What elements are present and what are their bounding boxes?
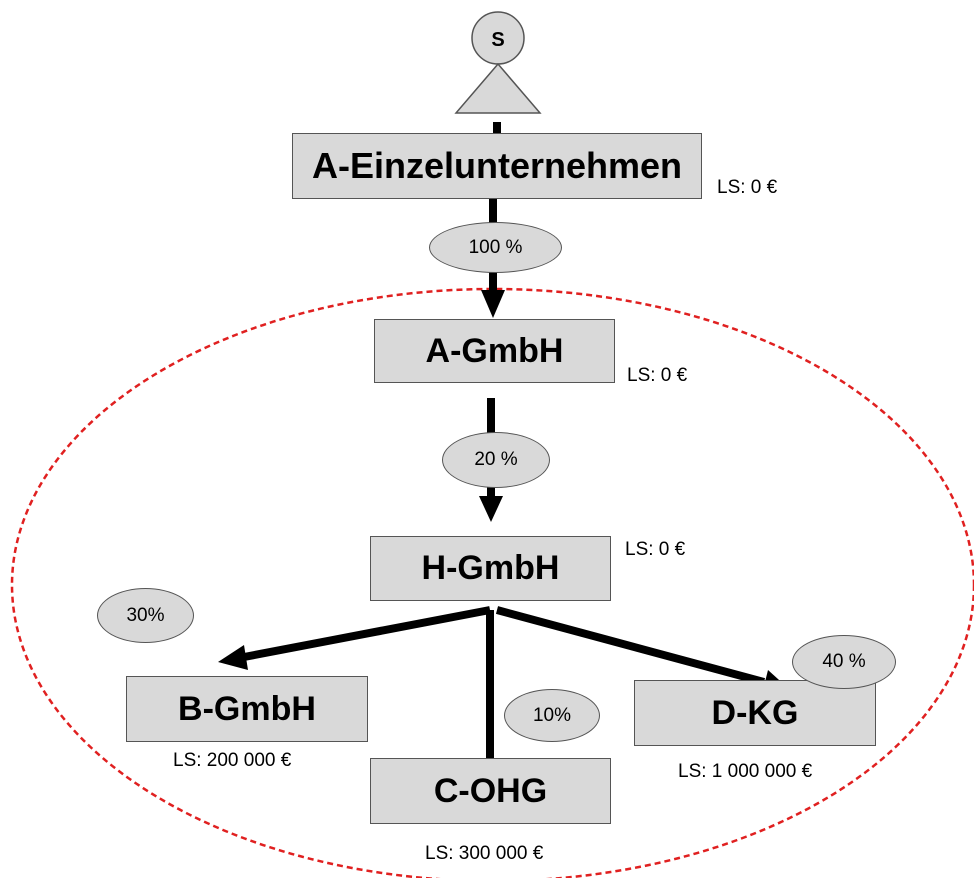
share-badge-hgmbh-bgmbh: 30% xyxy=(97,588,194,643)
ls-a-gmbh: LS: 0 € xyxy=(627,365,688,386)
share-hgmbh-bgmbh: 30% xyxy=(126,604,165,626)
share-badge-hgmbh-dkg: 40 % xyxy=(792,635,896,689)
share-hgmbh-cohg: 10% xyxy=(532,704,572,726)
arrowhead-agmbh-hgmbh xyxy=(479,496,503,522)
entity-d-kg: D-KG xyxy=(634,680,876,746)
entity-h-gmbh: H-GmbH xyxy=(370,536,611,601)
shareholder-label: S xyxy=(491,29,504,51)
entity-h-gmbh-name: H-GmbH xyxy=(421,549,560,587)
entity-b-gmbh: B-GmbH xyxy=(126,676,368,742)
arrow-hgmbh-bgmbh xyxy=(243,606,491,661)
entity-einzelunternehmen-name: A-Einzelunternehmen xyxy=(311,145,683,186)
share-badge-einzel-agmbh: 100 % xyxy=(429,222,562,273)
arrow-hgmbh-dkg xyxy=(495,606,766,686)
ls-b-gmbh: LS: 200 000 € xyxy=(173,750,292,771)
share-agmbh-hgmbh: 20 % xyxy=(474,449,518,470)
share-badge-hgmbh-cohg: 10% xyxy=(504,689,600,742)
entity-b-gmbh-name: B-GmbH xyxy=(178,689,316,728)
arrowhead-einzel-agmbh xyxy=(481,290,505,318)
entity-a-gmbh-name: A-GmbH xyxy=(425,331,564,370)
ls-d-kg: LS: 1 000 000 € xyxy=(678,761,813,782)
entity-a-gmbh: A-GmbH xyxy=(374,319,615,383)
share-einzel-agmbh: 100 % xyxy=(468,236,523,258)
ls-h-gmbh: LS: 0 € xyxy=(625,539,686,560)
entity-c-ohg: C-OHG xyxy=(370,758,611,824)
entity-einzelunternehmen: A-Einzelunternehmen xyxy=(292,133,702,199)
entity-c-ohg-name: C-OHG xyxy=(433,771,548,810)
entity-d-kg-name: D-KG xyxy=(711,693,799,732)
arrowhead-hgmbh-bgmbh xyxy=(218,645,248,670)
share-badge-agmbh-hgmbh: 20 % xyxy=(442,432,550,488)
share-hgmbh-dkg: 40 % xyxy=(822,651,866,672)
ls-c-ohg: LS: 300 000 € xyxy=(425,843,544,864)
ls-einzelunternehmen: LS: 0 € xyxy=(717,177,778,198)
shareholder-body xyxy=(454,62,542,114)
